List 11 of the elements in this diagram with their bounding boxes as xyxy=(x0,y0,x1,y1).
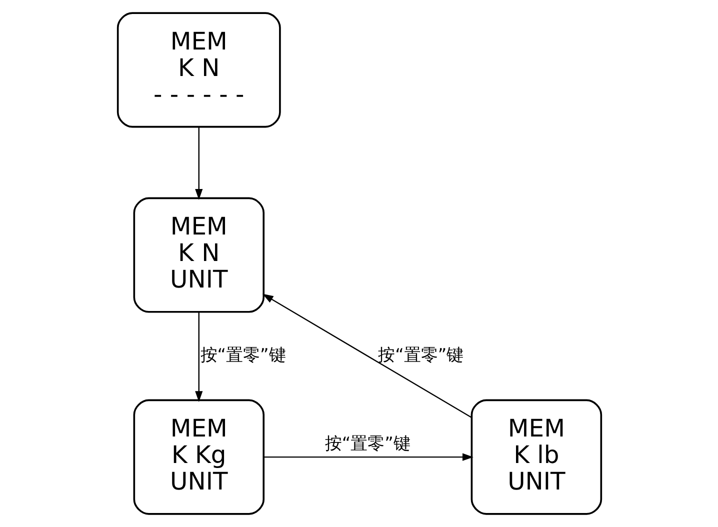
arrow xyxy=(263,453,473,461)
arrow xyxy=(262,294,472,418)
node-box: MEM K N - - - - - - xyxy=(116,12,280,128)
arrow xyxy=(194,312,202,402)
node-box: MEM K Kg UNIT xyxy=(132,399,264,515)
arrow xyxy=(194,126,202,200)
edge-label: 按“置零”键 xyxy=(200,344,286,365)
node-box: MEM K N UNIT xyxy=(132,197,264,313)
edge-label: 按“置零”键 xyxy=(324,432,410,453)
node-box: MEM K lb UNIT xyxy=(470,399,602,515)
edge-label: 按“置零”键 xyxy=(378,344,464,365)
